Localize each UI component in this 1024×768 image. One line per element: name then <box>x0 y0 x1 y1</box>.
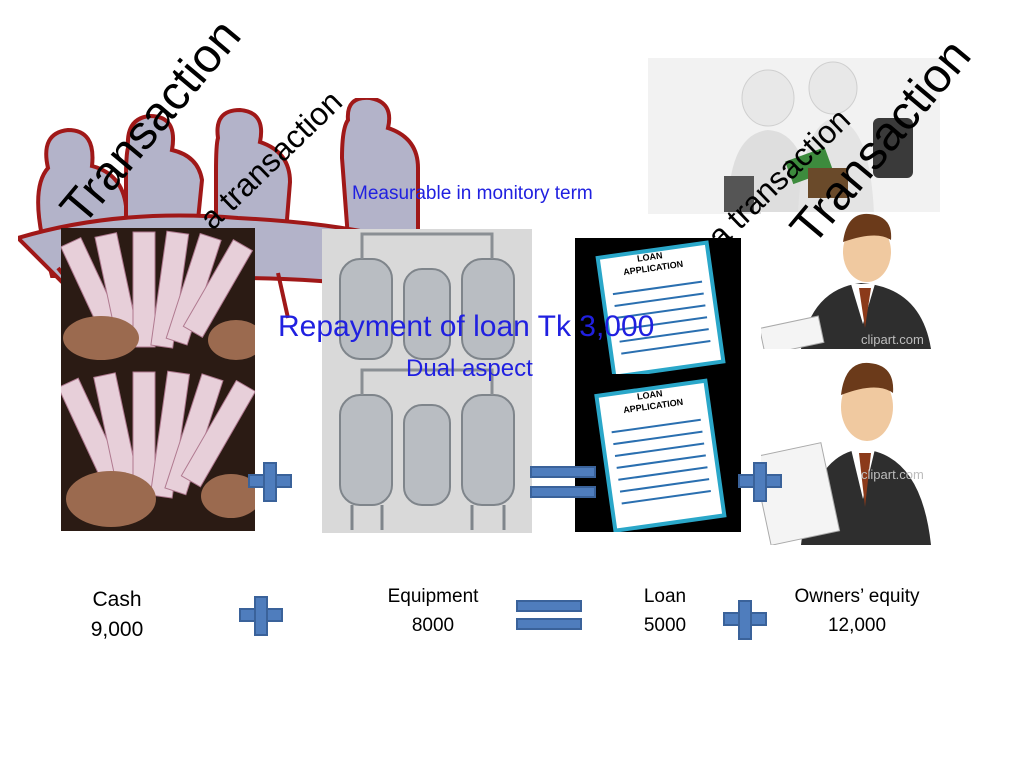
dual-aspect-text: Dual aspect <box>406 355 533 382</box>
equipment-image-top <box>322 229 532 365</box>
equals-icon-equation <box>516 600 582 634</box>
businessman-image-bottom: clipart.com <box>761 349 951 545</box>
cash-image-top <box>61 228 255 364</box>
equals-icon-image-row <box>530 466 596 502</box>
clipart-watermark-top: clipart.com <box>861 332 924 347</box>
loan-value: 5000 <box>643 615 687 636</box>
loan-title: Loan <box>643 586 687 607</box>
loan-application-image-bottom: LOAN APPLICATION <box>575 374 741 532</box>
equipment-label: Equipment 8000 <box>368 582 498 640</box>
cash-value: 9,000 <box>90 618 144 641</box>
clipart-watermark-bottom: clipart.com <box>861 467 924 482</box>
businessman-image-top: clipart.com <box>761 212 951 349</box>
cash-label: Cash 9,000 <box>72 585 162 645</box>
loan-label: Loan 5000 <box>625 582 705 640</box>
loan-application-image-top: LOAN APPLICATION <box>575 238 741 374</box>
equipment-image-bottom <box>322 365 532 533</box>
equipment-title: Equipment <box>387 586 479 607</box>
repayment-text: Repayment of loan Tk 3,000 <box>278 310 655 343</box>
cash-image-bottom <box>61 364 255 531</box>
measurable-text: Measurable in monitory term <box>352 183 593 204</box>
owners-equity-label: Owners’ equity 12,000 <box>770 582 944 640</box>
handshake-image <box>648 58 940 214</box>
equipment-value: 8000 <box>411 615 455 636</box>
owners-equity-title: Owners’ equity <box>794 586 920 607</box>
cash-title: Cash <box>92 588 142 611</box>
owners-equity-value: 12,000 <box>827 615 887 636</box>
